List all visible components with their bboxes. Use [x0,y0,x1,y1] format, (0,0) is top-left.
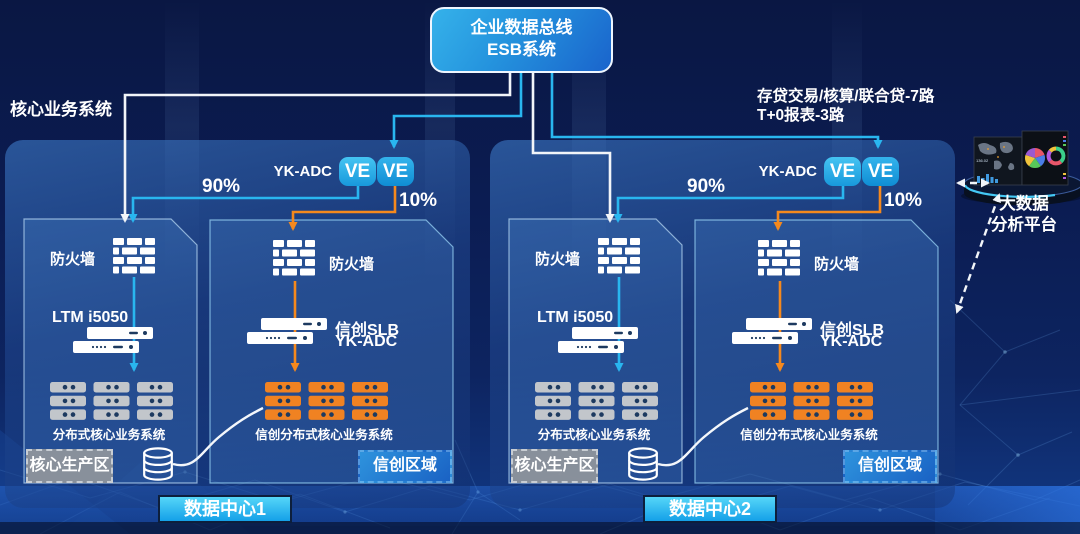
datacenter-2: YK-ADC VE VE 90% 10% 防火墙 防火墙 LTM i5050 信… [490,136,960,534]
cluster-label-right: 信创分布式核心业务系统 [740,428,878,442]
firewall-label-left: 防火墙 [535,251,581,268]
ltm-label: LTM i5050 [52,309,129,326]
dashboard-screenshot-charts [1021,130,1069,186]
cluster-label-right: 信创分布式核心业务系统 [255,428,393,442]
slb-label-line2: YK-ADC [335,333,398,350]
yk-adc-label: YK-ADC [273,163,332,180]
slb-label-line1: 信创SLB [335,322,400,339]
dc2-panel [490,140,955,508]
replication-curve [172,406,264,467]
pct-10-label: 10% [884,190,923,211]
platform-line1: 大数据 [999,195,1049,213]
connector-10pct [288,186,397,231]
ve-badge-1: VE [339,157,376,186]
datacenter-1: YK-ADC VE VE 90% 10% 防火墙 防火墙 LTM i5050 信… [5,136,475,534]
traffic-line2: T+0报表-3路 [757,107,845,124]
platform-line2: 分析平台 [991,216,1057,234]
zone-xinchuang: 信创区域 [358,450,452,483]
firewall-label-left: 防火墙 [50,251,96,268]
ltm-label: LTM i5050 [537,309,614,326]
dashboard-screenshot-map: 136.02 [973,136,1023,186]
replication-curve [657,406,749,467]
pct-90-label: 90% [687,176,726,197]
dc2-name-badge: 数据中心2 [643,495,777,523]
slb-label-line2: YK-ADC [820,333,883,350]
bottom-strip [0,522,1080,534]
dc1-name-badge: 数据中心1 [158,495,292,523]
esb-line2: ESB系统 [487,40,556,59]
connector-10pct [773,186,882,231]
zone-core-production: 核心生产区 [511,449,598,483]
connector-90pct [613,186,845,223]
esb-to-dc2-cyan [550,71,883,149]
dashed-arrow-diagonal [955,193,1001,314]
dc1-panel [5,140,470,508]
zone-core-production: 核心生产区 [26,449,113,483]
ve-badge-2: VE [377,157,414,186]
pct-90-label: 90% [202,176,241,197]
bigdata-platform-label: 大数据 分析平台 [966,194,1080,236]
yk-adc-label: YK-ADC [758,163,817,180]
cluster-label-left: 分布式核心业务系统 [537,428,651,442]
esb-to-dc1-white [120,71,512,223]
dashboard-metric: 136.02 [976,158,989,163]
slb-label-line1: 信创SLB [820,322,885,339]
firewall-label-right: 防火墙 [329,256,375,273]
firewall-label-right: 防火墙 [814,256,860,273]
esb-to-dc1-cyan [389,71,523,149]
core-system-label: 核心业务系统 [10,100,112,119]
zone-xinchuang: 信创区域 [843,450,937,483]
ve-badge-1: VE [824,157,861,186]
esb-line1: 企业数据总线 [470,18,573,37]
traffic-note: 存贷交易/核算/联合贷-7路 T+0报表-3路 [757,87,934,125]
esb-box: 企业数据总线 ESB系统 [430,7,613,73]
ve-badge-2: VE [862,157,899,186]
traffic-line1: 存贷交易/核算/联合贷-7路 [757,88,935,105]
cluster-label-left: 分布式核心业务系统 [52,428,166,442]
pct-10-label: 10% [399,190,438,211]
connector-90pct [128,186,360,223]
esb-to-dc2-white [531,71,615,223]
